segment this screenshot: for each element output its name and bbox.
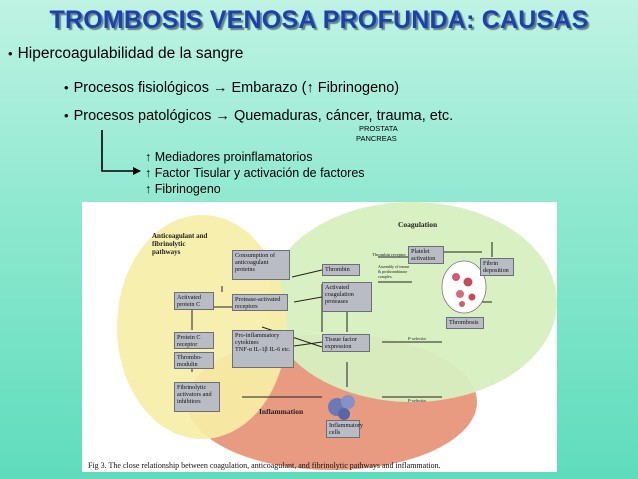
- box-thrombin: Thrombin: [322, 264, 360, 276]
- label-thrombin-receptor: Thrombin receptor: [372, 252, 406, 257]
- box-fibrinolytic: Fibrinolytic activators and inhibitors: [174, 382, 220, 412]
- bullet-text: Procesos patológicos → Quemaduras, cánce…: [73, 108, 454, 124]
- box-fibrin-deposition: Fibrin deposition: [480, 258, 514, 276]
- bullet-fisiologicos: • Procesos fisiológicos → Embarazo (↑ Fib…: [64, 80, 399, 96]
- bullet-text: Hipercoagulabilidad de la sangre: [17, 45, 244, 62]
- connector-arrow: [101, 130, 141, 175]
- box-activated-protein-c: Activated protein C: [174, 292, 214, 310]
- box-cytokines: Pro-inflammatory cytokines TNF-α IL-1β I…: [232, 330, 294, 368]
- bullet-dot: •: [64, 80, 69, 95]
- sub-factor-tisular: ↑ Factor Tisular y activación de factore…: [145, 166, 365, 180]
- note-pancreas: PANCREAS: [356, 134, 397, 143]
- box-thrombosis: Thrombosis: [446, 317, 484, 329]
- inflammatory-cells-illustration: [328, 395, 355, 420]
- box-platelet-activation: Platelet activation: [408, 246, 444, 264]
- label-p-selectin-1: P-selectin: [408, 336, 426, 341]
- label-inflammation: Inflammation: [259, 407, 304, 416]
- box-inflammatory-cells: Inflammatory cells: [326, 420, 363, 438]
- bullet-dot: •: [8, 46, 13, 61]
- box-activated-proteases: Activated coagulation proteases: [322, 282, 372, 312]
- label-p-selectin-2: P-selectin: [408, 398, 426, 403]
- box-tissue-factor: Tissue factor expression: [322, 334, 370, 352]
- platelet-thrombus-illustration: [441, 260, 487, 314]
- figure-caption: Fig 3. The close relationship between co…: [88, 461, 441, 470]
- bullet-text: Procesos fisiológicos → Embarazo (↑ Fibr…: [73, 80, 400, 96]
- cytokine-list: TNF-α IL-1β IL-6 etc.: [235, 346, 291, 353]
- sub-fibrinogeno: ↑ Fibrinogeno: [145, 182, 221, 196]
- note-prostata: PROSTATA: [359, 124, 398, 133]
- cytokines-label: Pro-inflammatory cytokines: [235, 332, 280, 346]
- label-anticoagulant-pathways: Anticoagulant and fibrinolytic pathways: [152, 232, 208, 256]
- box-thrombomodulin: Thrombo-modulin: [174, 352, 214, 369]
- coagulation-inflammation-figure: Anticoagulant and fibrinolytic pathways …: [82, 202, 557, 472]
- bullet-dot: •: [64, 108, 69, 123]
- bullet-hipercoagulabilidad: • Hipercoagulabilidad de la sangre: [8, 45, 243, 63]
- box-consumption: Consumption of anticoagulant proteins: [232, 250, 290, 280]
- sub-mediadores: ↑ Mediadores proinflamatorios: [145, 150, 313, 164]
- box-protease-receptors: Protease-activated receptors: [232, 294, 288, 311]
- label-coagulation: Coagulation: [398, 220, 438, 229]
- slide-title: TROMBOSIS VENOSA PROFUNDA: CAUSAS: [49, 6, 589, 34]
- box-protein-c-receptor: Protein C receptor: [174, 332, 214, 349]
- label-assembly: Assembly of tenase & prothrombinase comp…: [378, 264, 410, 279]
- bullet-patologicos: • Procesos patológicos → Quemaduras, cánc…: [64, 108, 453, 124]
- coagulation-region: [267, 202, 557, 402]
